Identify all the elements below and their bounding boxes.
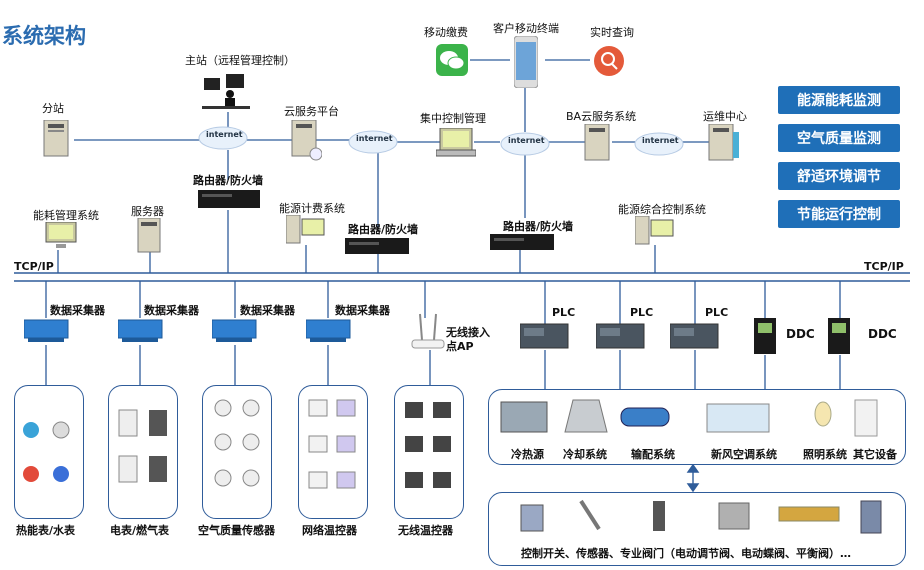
air-sensor-icon [214, 399, 260, 487]
internet-label: internet [206, 130, 243, 139]
plc-icon [670, 323, 719, 349]
page-title: 系统架构 [2, 24, 86, 48]
operator-workstation-icon [202, 74, 250, 109]
system-label: 冷热源 [511, 448, 544, 461]
router-icon [198, 190, 260, 208]
actuators-group: 控制开关、传感器、专业阀门（电动调节阀、电动蝶阀、平衡阀）… [488, 492, 906, 566]
plc-label: PLC [705, 306, 729, 319]
internet-cloud-icon [198, 126, 248, 150]
field-group-label: 电表/燃气表 [110, 524, 170, 537]
cloud-platform-label: 云服务平台 [284, 105, 339, 118]
ba-server-icon [584, 124, 610, 161]
wireless-ap-label: 无线接入点AP [446, 326, 490, 353]
bus-label-left: TCP/IP [14, 260, 54, 273]
bus-label-right: TCP/IP [864, 260, 904, 273]
internet-cloud-icon [500, 132, 550, 156]
field-group-label: 热能表/水表 [16, 524, 76, 537]
realtime-query-label: 实时查询 [590, 26, 634, 39]
data-collector-icon [306, 319, 351, 342]
collector-label: 数据采集器 [335, 304, 390, 317]
smartphone-icon [514, 36, 538, 88]
legend-energy-saving: 节能运行控制 [778, 200, 900, 228]
electric-meter-icon [118, 409, 167, 483]
energy-control-label: 能源综合控制系统 [618, 203, 706, 216]
field-group-heat-water-meter [14, 385, 84, 519]
field-group-label: 空气质量传感器 [198, 524, 275, 537]
data-collector-icon [212, 319, 257, 342]
sub-station-label: 分站 [42, 102, 64, 115]
ba-cloud-label: BA云服务系统 [566, 110, 637, 123]
energy-billing-label: 能源计费系统 [279, 202, 345, 215]
ddc-label: DDC [786, 327, 815, 341]
master-station-label: 主站（远程管理控制） [185, 54, 295, 67]
plc-icon [520, 323, 569, 349]
actuator-icons [520, 499, 882, 534]
internet-cloud-icon [634, 132, 684, 156]
laptop-icon [436, 128, 476, 157]
legend-comfort-regulation: 舒适环境调节 [778, 162, 900, 190]
wireless-thermostat-icon [405, 402, 451, 488]
collector-label: 数据采集器 [50, 304, 105, 317]
cloud-server-icon [291, 120, 322, 161]
server-label: 服务器 [131, 205, 164, 218]
actuators-label: 控制开关、传感器、专业阀门（电动调节阀、电动蝶阀、平衡阀）… [521, 547, 851, 560]
mobile-pay-label: 移动缴费 [424, 26, 468, 39]
internet-label: internet [642, 136, 679, 145]
legend-air-quality: 空气质量监测 [778, 124, 900, 152]
data-collector-icon [118, 319, 163, 342]
central-control-label: 集中控制管理 [420, 112, 486, 125]
control-pc-icon [635, 216, 674, 245]
router-3-label: 路由器/防火墙 [503, 220, 574, 233]
ddc-icon [754, 318, 776, 354]
internet-label: internet [508, 136, 545, 145]
router-icon [345, 238, 409, 254]
ops-server-icon [708, 124, 739, 161]
billing-pc-icon [286, 215, 325, 244]
wireless-ap-icon [411, 313, 445, 349]
field-group-network-thermostat [298, 385, 368, 519]
ops-center-label: 运维中心 [703, 110, 747, 123]
server-icon [137, 218, 161, 253]
server-icon [43, 120, 69, 157]
equipment-icons [500, 399, 878, 437]
system-label: 新风空调系统 [711, 448, 777, 461]
field-group-label: 网络温控器 [302, 524, 357, 537]
field-group-wireless-thermostat [394, 385, 464, 519]
search-icon [594, 46, 624, 76]
plc-icon [596, 323, 645, 349]
collector-label: 数据采集器 [240, 304, 295, 317]
router-icon [490, 234, 554, 250]
meter-icon [23, 421, 70, 482]
field-group-electric-gas-meter [108, 385, 178, 519]
ddc-icon [828, 318, 850, 354]
data-collector-icon [24, 319, 69, 342]
monitor-icon [45, 222, 77, 248]
plc-label: PLC [552, 306, 576, 319]
system-label: 输配系统 [631, 448, 675, 461]
internet-label: internet [356, 134, 393, 143]
energy-mgmt-label: 能耗管理系统 [33, 209, 99, 222]
plc-label: PLC [630, 306, 654, 319]
legend-energy-monitoring: 能源能耗监测 [778, 86, 900, 114]
system-label: 照明系统 [803, 448, 847, 461]
system-label: 其它设备 [853, 448, 897, 461]
system-label: 冷却系统 [563, 448, 607, 461]
router-1-label: 路由器/防火墙 [193, 174, 264, 187]
systems-group: 冷热源 冷却系统 输配系统 新风空调系统 照明系统 其它设备 [488, 389, 906, 465]
router-2-label: 路由器/防火墙 [348, 223, 419, 236]
field-group-label: 无线温控器 [398, 524, 453, 537]
internet-cloud-icon [348, 130, 398, 154]
collector-label: 数据采集器 [144, 304, 199, 317]
ddc-label: DDC [868, 327, 897, 341]
wechat-icon [436, 44, 468, 76]
thermostat-icon [308, 399, 356, 489]
field-group-air-quality-sensor [202, 385, 272, 519]
client-terminal-label: 客户移动终端 [493, 22, 559, 35]
